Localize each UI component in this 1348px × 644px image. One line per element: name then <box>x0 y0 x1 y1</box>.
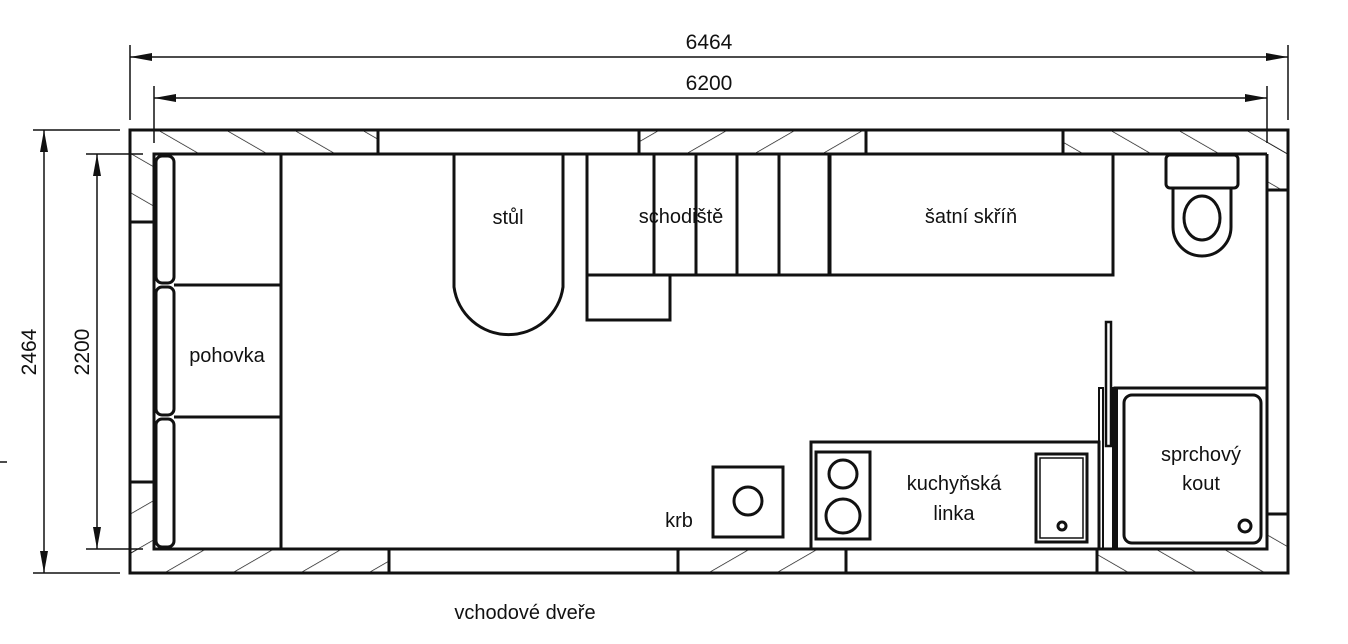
label-table: stůl <box>492 207 523 229</box>
sofa: pohovka <box>152 152 283 551</box>
shower: sprchový kout <box>1113 386 1269 551</box>
dimension-outer-width: 6464 <box>129 31 1289 120</box>
label-entrance: vchodové dveře <box>454 602 595 624</box>
dimension-inner-height: 2200 <box>71 153 143 550</box>
table: stůl <box>452 154 565 337</box>
dimension-label-6200: 6200 <box>686 72 733 95</box>
toilet <box>1164 153 1240 258</box>
label-shower-2: kout <box>1182 473 1220 495</box>
label-kitchen-2: linka <box>933 503 975 525</box>
dimension-outer-height: 2464 <box>0 129 120 574</box>
wardrobe: šatní skříň <box>827 152 1115 277</box>
dimension-label-2200: 2200 <box>71 329 94 376</box>
stairs: schodiště <box>585 152 832 322</box>
label-sofa: pohovka <box>189 345 265 367</box>
kitchen-counter: kuchyňská linka <box>809 440 1101 551</box>
label-kitchen-1: kuchyňská <box>907 473 1002 495</box>
label-stairs: schodiště <box>639 206 724 228</box>
stove: krb <box>665 465 785 539</box>
label-shower-1: sprchový <box>1161 444 1241 466</box>
label-stove: krb <box>665 510 693 532</box>
dimension-label-6464: 6464 <box>686 31 733 54</box>
dimension-label-2464: 2464 <box>18 328 41 375</box>
label-wardrobe: šatní skříň <box>925 206 1017 228</box>
